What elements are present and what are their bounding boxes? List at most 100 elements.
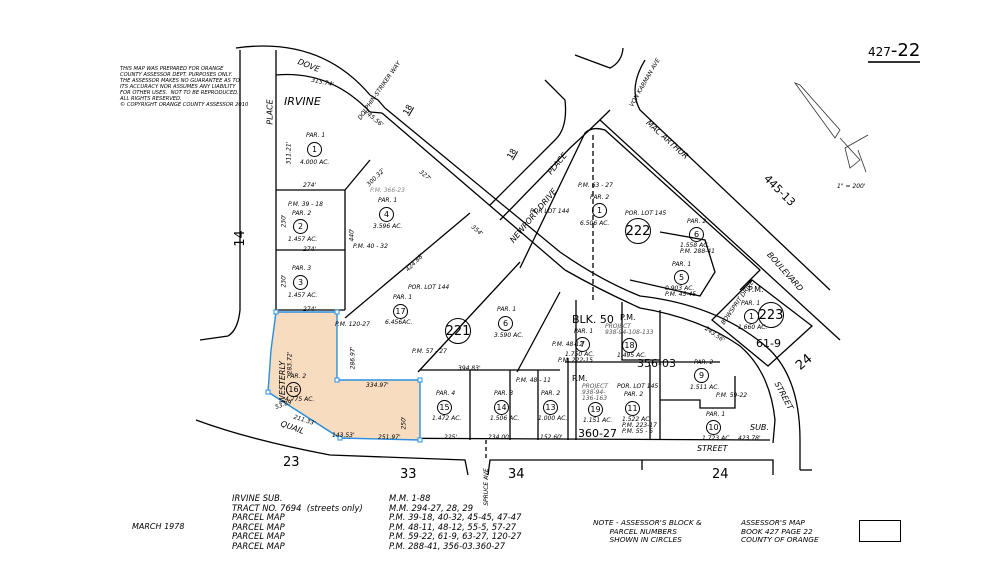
legend-row-name: PARCEL MAP: [232, 540, 285, 551]
parcel-label: PAR. 3: [292, 265, 312, 272]
scale-label: 1" = 200': [837, 183, 866, 190]
legend-row-name: PARCEL MAP: [232, 521, 285, 532]
dim: 283.72': [286, 351, 294, 375]
stamp-box: [859, 520, 901, 542]
parcel-number: 15: [437, 400, 452, 415]
parcel-acres: 1.522 AC.: [622, 416, 652, 423]
parcel-label: PAR. 2: [292, 210, 312, 217]
parcel-acres: 1.558 AC.: [680, 242, 710, 249]
parcel-pm: P.M. 39 - 18: [288, 201, 323, 208]
adjacent-page-34: 34: [508, 467, 525, 482]
parcel-pm: P.M. 45-45: [665, 291, 697, 298]
parcel-number: 6: [689, 227, 704, 242]
parcel-acres: 1.472 AC.: [432, 415, 462, 422]
parcel-por-left: POR LOT 144: [530, 208, 570, 215]
area-irvine: IRVINE: [284, 95, 321, 108]
street-street-bottom: STREET: [697, 444, 728, 453]
parcel-pm: P.M. 57 - 27: [412, 348, 447, 355]
parcel-number: 17: [393, 304, 408, 319]
parcel-number: 11: [625, 401, 640, 416]
parcel-pm: P.M. 288-41: [680, 248, 715, 255]
street-place-left: PLACE: [265, 99, 275, 125]
parcel-number: 1: [744, 309, 759, 324]
parcel-acres: 1.495 AC.: [617, 352, 647, 359]
legend-row-name: PARCEL MAP: [232, 512, 285, 522]
parcel-number: 5: [674, 270, 689, 285]
parcel-acres: 4.775 AC.: [285, 396, 315, 403]
parcel-label: PAR. 1: [574, 328, 594, 335]
parcel-acres: 1.511 AC.: [690, 384, 720, 391]
adjacent-page-33: 33: [400, 467, 417, 482]
dim: 143.53': [332, 432, 355, 439]
legend-row-name: PARCEL MAP: [232, 531, 285, 541]
parcel-pm: P.M.: [620, 313, 636, 322]
dim: 440': [348, 228, 356, 242]
parcel-number: 18: [622, 338, 637, 353]
parcel-acres: 6.456AC.: [385, 319, 413, 326]
westerly-place-west-edge: [199, 50, 241, 341]
parcel-pm: P.M. 40 - 32: [353, 243, 388, 250]
parcel-pm: P.M. 223-17: [622, 422, 657, 429]
dim: 152.60': [540, 434, 563, 441]
legend-note: NOTE - ASSESSOR'S BLOCK & PARCEL NUMBERS…: [593, 518, 702, 545]
parcel-number: 13: [543, 400, 558, 415]
legend-row-ref: P.M. 48-11, 48-12, 55-5, 57-27: [389, 521, 517, 532]
parcel-pm-faded: P.M. 366-23: [370, 187, 405, 194]
adjacent-page-24-bottom: 24: [712, 467, 729, 482]
parcel-number: 14: [494, 400, 509, 415]
legend-book-page: ASSESSOR'S MAP BOOK 427 PAGE 22 COUNTY O…: [741, 518, 819, 545]
parcel-acres: 1.660 AC.: [738, 324, 768, 331]
parcel-project: PROJECT 938-94-108-133: [605, 323, 654, 336]
legend-row-name: TRACT NO. 7694 (streets only): [232, 502, 363, 513]
dim: 394.83': [458, 365, 481, 372]
block-221[interactable]: 221: [445, 318, 471, 344]
legend-row-ref: P.M. 288-41, 356-03.360-27: [389, 540, 506, 551]
parcel-pm: P.M. 120-27: [335, 321, 370, 328]
legend-row-ref: P.M. 59-22, 61-9, 63-27, 120-27: [389, 531, 522, 541]
parcel-ref: 356-03: [637, 357, 676, 370]
dim: 225': [444, 434, 458, 441]
parcel-acres: 1.151 AC.: [583, 417, 613, 424]
map-date: MARCH 1978: [132, 522, 185, 531]
parcel-acres: 1.750 AC.: [565, 351, 595, 358]
map-page-number: 427-22: [868, 40, 921, 63]
dim: 250': [400, 416, 408, 430]
disclaimer-text: THIS MAP WAS PREPARED FOR ORANGE COUNTY …: [120, 66, 249, 108]
dim: 251.97': [378, 434, 401, 441]
parcel-label: PAR. 2: [590, 194, 610, 201]
parcel-por: POR. LOT 144: [408, 284, 450, 291]
parcel-number: 10: [706, 420, 721, 435]
parcel-acres: 1.457 AC.: [288, 292, 318, 299]
parcel-acres: 6.506 AC.: [580, 220, 610, 227]
parcel-number: 3: [293, 275, 308, 290]
parcel-label: PAR. 1: [672, 261, 692, 268]
parcel-pm: P.M. 48 - 11: [516, 377, 551, 384]
parcel-number: 1: [307, 142, 322, 157]
parcel-acres: 3.590 AC.: [494, 332, 524, 339]
dim: 423.78': [738, 435, 761, 442]
parcel-label: PAR. 1: [706, 411, 726, 418]
parcel-acres: 1.000 AC.: [538, 415, 568, 422]
block-50: BLK. 50: [572, 313, 614, 326]
parcel-ref: 61-9: [756, 337, 781, 350]
parcel-pm: P.M. 48-12: [552, 341, 584, 348]
parcel-number: 19: [588, 402, 603, 417]
adjacent-page-14: 14: [232, 230, 248, 247]
parcel-por-right: POR. LOT 145: [625, 210, 667, 217]
block-222[interactable]: 222: [625, 218, 651, 244]
parcel-pm: P.M.: [748, 285, 764, 294]
label-sub: SUB.: [750, 423, 769, 432]
parcel-label: PAR. 1: [497, 306, 517, 313]
dim: 230': [280, 214, 288, 228]
parcel-label: PAR. 1: [306, 132, 326, 139]
parcel-project: PROJECT 938-94- 136-163: [582, 383, 608, 402]
parcel-label: PAR. 2: [541, 390, 561, 397]
street-spruce: SPRUCE AVE: [482, 468, 490, 506]
legend-row-ref: M.M. 1-88: [389, 493, 431, 503]
parcel-pm: P.M. 59-22: [716, 392, 748, 399]
map-page-suffix: -22: [890, 40, 921, 61]
legend-row-ref: M.M. 294-27, 28, 29: [389, 502, 474, 513]
parcel-acres: 0.903 AC.: [665, 285, 695, 292]
